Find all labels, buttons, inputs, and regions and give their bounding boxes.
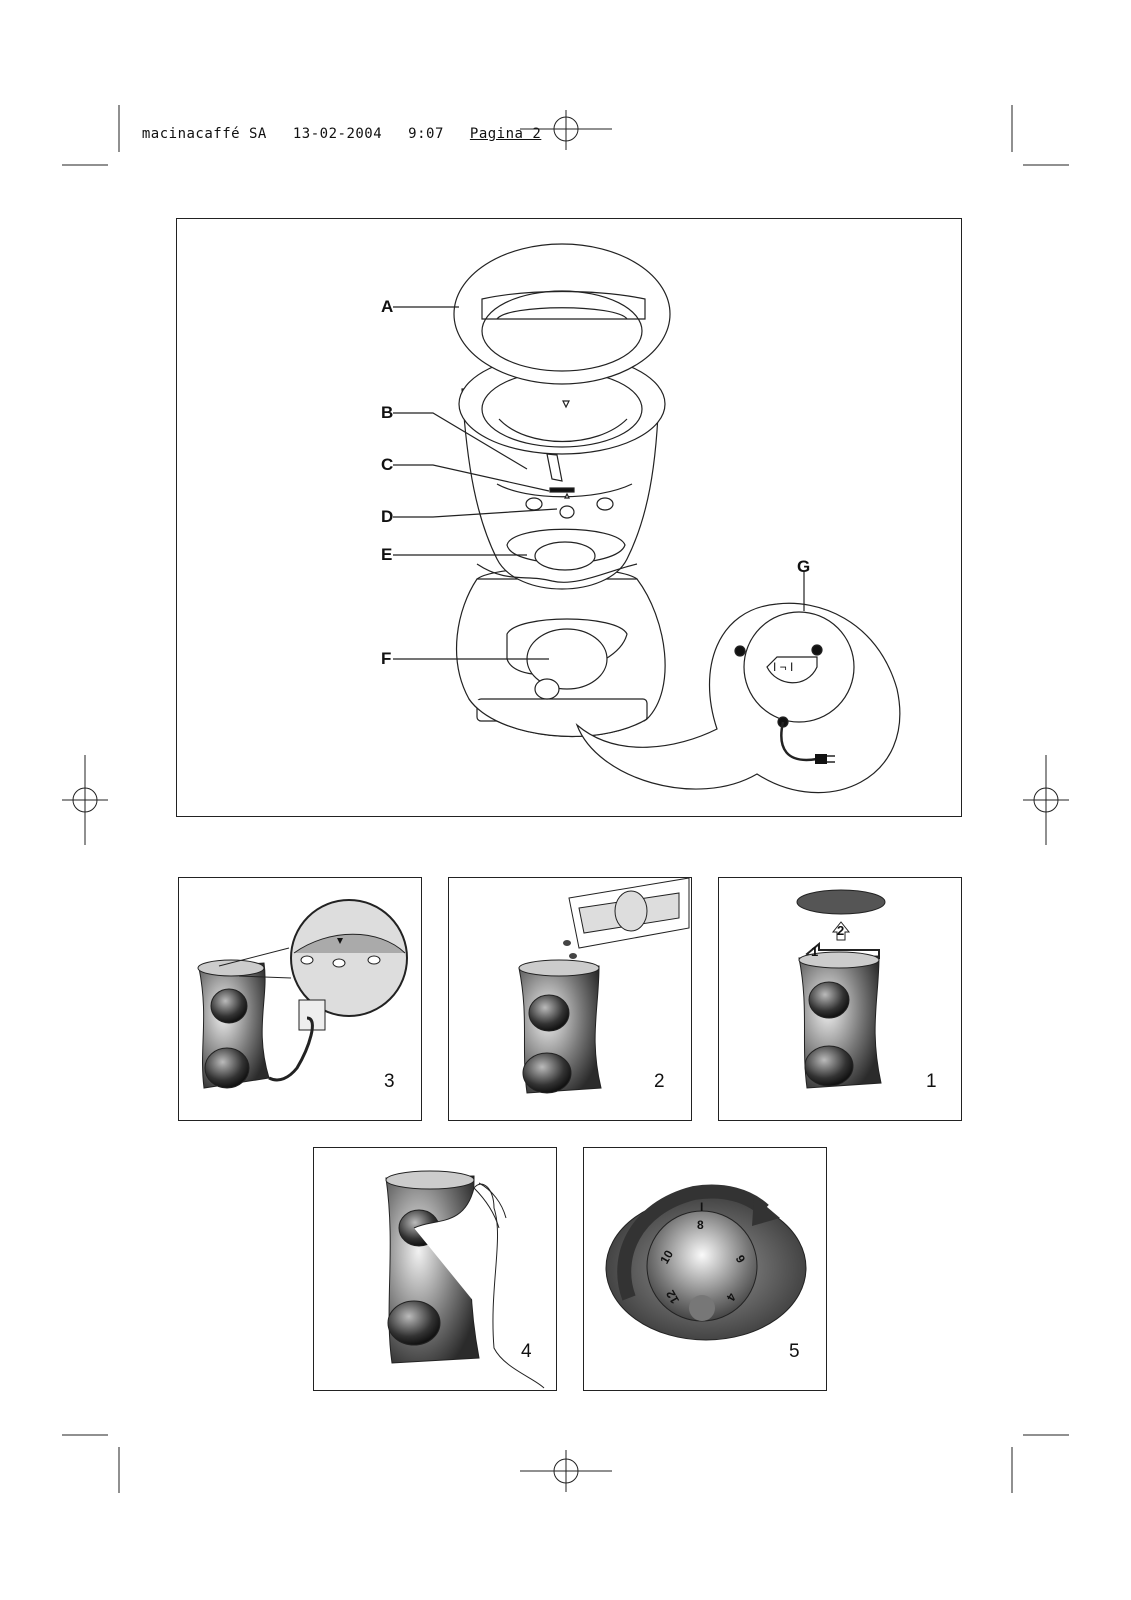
- step-panel-5: 8 10 9 12 4 I 5: [583, 1147, 827, 1391]
- step-4-press-button-illustration: [385, 1170, 545, 1389]
- step-panel-2: 2: [448, 877, 692, 1121]
- step-3-plug-illustration: [197, 899, 408, 1089]
- part-label-f: F: [381, 649, 392, 668]
- print-header: macinacaffé SA 13-02-2004 9:07 Pagina 2: [124, 110, 567, 142]
- part-label-d: D: [381, 507, 394, 526]
- part-label-a: A: [381, 297, 394, 316]
- header-date: 13-02-2004: [292, 126, 383, 142]
- step-number-3: 3: [384, 1071, 395, 1092]
- part-label-b: B: [381, 403, 394, 422]
- arrow-label-1: 1: [811, 944, 819, 959]
- step-panel-4: 4: [313, 1147, 557, 1391]
- dial-mark-8: 8: [697, 1218, 704, 1232]
- part-label-e: E: [381, 545, 393, 564]
- header-time: 9:07: [408, 126, 444, 142]
- step-number-5: 5: [789, 1341, 800, 1362]
- switch-symbol: I ¬ I: [773, 660, 794, 674]
- step-number-1: 1: [926, 1071, 937, 1092]
- header-filename: macinacaffé SA: [141, 126, 267, 142]
- step-2-fill-beans-illustration: [518, 877, 690, 1094]
- arrow-label-2: 2: [837, 923, 845, 938]
- part-label-c: C: [381, 455, 394, 474]
- step-panel-1: 1 2 1: [718, 877, 962, 1121]
- grinder-parts-illustration: [393, 243, 901, 794]
- dial-mark-i: I: [700, 1200, 704, 1214]
- step-number-2: 2: [654, 1071, 665, 1092]
- step-1-remove-lid-illustration: [796, 889, 886, 1089]
- step-5-dial-illustration: [605, 1184, 807, 1341]
- header-page: Pagina 2: [469, 126, 542, 142]
- parts-diagram-frame: A B C D E F G I ¬ I: [176, 218, 962, 817]
- part-label-g: G: [797, 557, 811, 576]
- step-number-4: 4: [521, 1341, 532, 1362]
- step-panel-3: 3: [178, 877, 422, 1121]
